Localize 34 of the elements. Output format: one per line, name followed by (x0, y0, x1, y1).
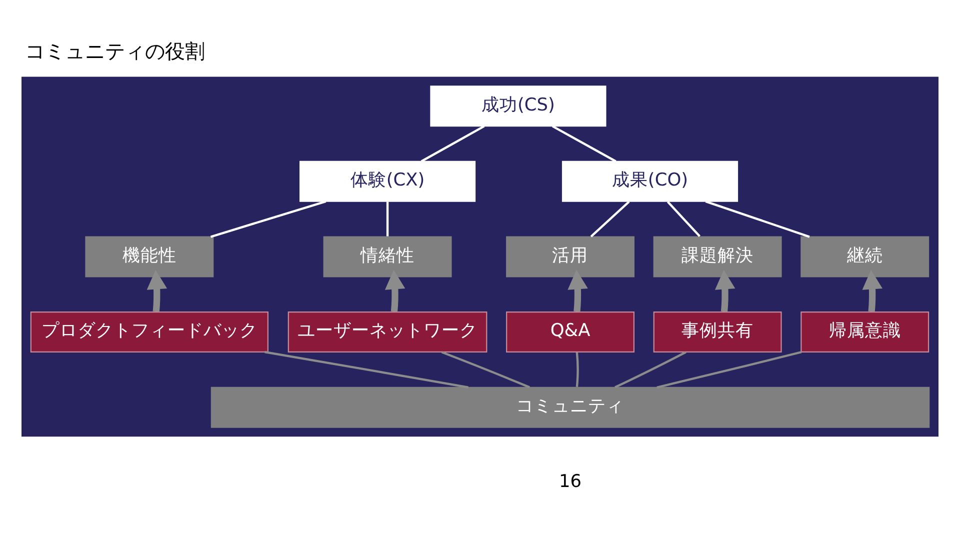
connector (666, 200, 700, 238)
node-box: 成功(CS) (430, 86, 606, 127)
node-box: 情緒性 (323, 236, 452, 278)
node-box: 機能性 (85, 236, 214, 278)
node-box: 活用 (506, 236, 634, 278)
node-box: ユーザーネットワーク (288, 312, 488, 352)
node-box: プロダクトフィードバック (30, 312, 268, 352)
node-box: 帰属意識 (800, 312, 930, 352)
connector (264, 350, 468, 388)
cluster (22, 76, 938, 437)
arrow (862, 270, 882, 312)
diagram-title: コミュニティの役割 (25, 40, 206, 63)
connector (590, 200, 630, 238)
arrow (714, 270, 736, 312)
connector (420, 125, 485, 162)
connector (656, 350, 802, 388)
connector (576, 352, 579, 387)
node-box: 課題解決 (653, 236, 782, 278)
connector (614, 351, 686, 388)
arrow (384, 270, 406, 312)
label: 16 (558, 472, 582, 492)
connector (705, 200, 810, 238)
node-box: 体験(CX) (299, 160, 476, 202)
node-box: 事例共有 (653, 312, 782, 352)
node-box: 成果(CO) (562, 160, 738, 202)
node-box: 継続 (800, 236, 930, 278)
node-box: Q&A (506, 312, 634, 352)
arrow (568, 270, 588, 312)
connector (441, 351, 530, 388)
connector (210, 200, 326, 238)
arrow (146, 270, 168, 312)
connector (386, 202, 389, 236)
node-box: コミュニティ (210, 386, 930, 428)
connector (552, 125, 616, 162)
